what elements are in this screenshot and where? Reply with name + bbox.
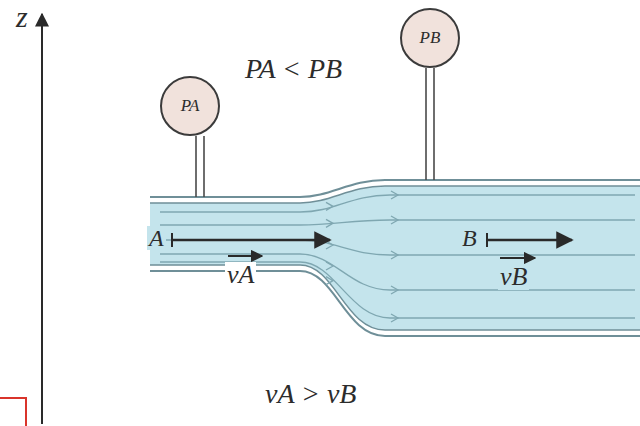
point-label: B: [460, 226, 479, 250]
pressure-gauge: PB: [400, 8, 460, 68]
pressure-relation: PA < PB: [245, 55, 342, 83]
pressure-gauge: PA: [160, 76, 220, 136]
z-axis: [41, 14, 43, 424]
gauge-label: PB: [420, 28, 441, 48]
velocity-relation: vA > vB: [265, 380, 356, 408]
velocity-tick-b: [486, 233, 488, 247]
velocity-arrow-a: [172, 239, 330, 242]
velocity-tick-a: [171, 233, 173, 247]
point-label: A: [147, 226, 166, 250]
velocity-label: vA: [225, 262, 256, 288]
corner-mark: [0, 398, 26, 426]
vector-mark-b: [500, 257, 535, 259]
gauge-stems: [196, 68, 434, 197]
velocity-label: vB: [498, 264, 529, 290]
velocity-arrow-b: [487, 239, 572, 242]
pipe-wall-bottom: [150, 265, 640, 330]
pipe-wall-bottom-outer: [150, 271, 640, 336]
vector-mark-a: [228, 255, 262, 257]
gauge-label: PA: [181, 96, 200, 116]
axis-label: z: [16, 2, 28, 32]
water: [150, 186, 640, 330]
streamlines: [160, 191, 635, 322]
